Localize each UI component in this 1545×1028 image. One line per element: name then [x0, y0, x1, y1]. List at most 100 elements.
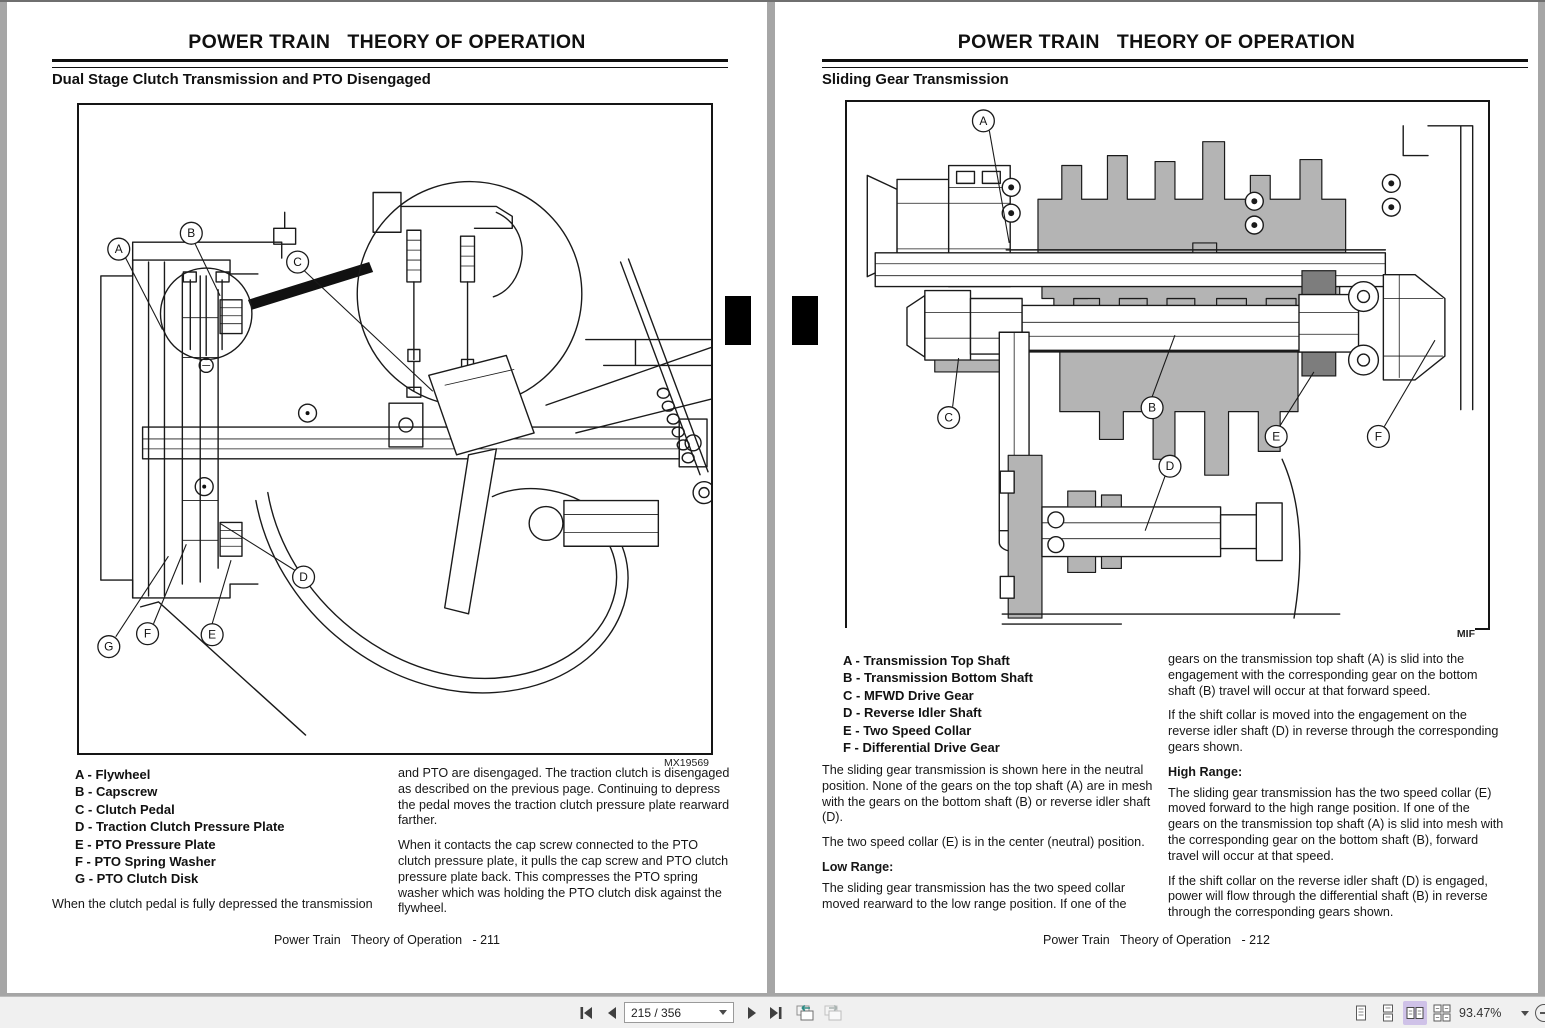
- section-title: Dual Stage Clutch Transmission and PTO D…: [52, 72, 431, 88]
- next-view-icon: [824, 1004, 842, 1021]
- last-page-button[interactable]: [764, 1004, 786, 1022]
- previous-page-icon: [608, 1007, 616, 1019]
- two-page-continuous-view-button[interactable]: [1430, 1001, 1454, 1025]
- thumb-index-tab: [792, 296, 818, 345]
- header-rule: [52, 59, 728, 68]
- svg-text:E: E: [1272, 429, 1280, 443]
- first-page-button[interactable]: [576, 1004, 598, 1022]
- clutch-figure-frame: A B C D E F G: [77, 103, 713, 755]
- svg-text:F: F: [1375, 429, 1382, 443]
- zoom-out-button[interactable]: [1535, 1004, 1545, 1022]
- legend-item: E - PTO Pressure Plate: [75, 836, 216, 852]
- two-page-view-button[interactable]: [1403, 1001, 1427, 1025]
- svg-text:A: A: [115, 242, 123, 256]
- paragraph: gears on the transmission top shaft (A) …: [1168, 652, 1478, 698]
- paragraph: If the shift collar on the reverse idler…: [1168, 873, 1488, 920]
- transmission-figure-frame: A B C D E F: [845, 100, 1490, 630]
- document-page-212: POWER TRAIN THEORY OF OPERATION Sliding …: [775, 2, 1538, 993]
- body-column-right: and PTO are disengaged. The traction clu…: [398, 766, 734, 926]
- thumb-index-tab: [725, 296, 751, 345]
- legend-item: B - Transmission Bottom Shaft: [843, 670, 1033, 686]
- next-view-button[interactable]: [820, 1002, 846, 1024]
- document-page-211: POWER TRAIN THEORY OF OPERATION Dual Sta…: [7, 2, 767, 993]
- svg-text:C: C: [944, 411, 953, 425]
- page-header-title: POWER TRAIN THEORY OF OPERATION: [188, 31, 586, 53]
- next-page-icon: [748, 1007, 756, 1019]
- paragraph: The sliding gear transmission is shown h…: [822, 763, 1153, 825]
- page-number-combobox[interactable]: 215 / 356: [624, 1002, 734, 1023]
- figure-label-b: B: [1140, 396, 1164, 420]
- continuous-view-icon: [1383, 1004, 1393, 1022]
- clutch-cross-section-figure: A B C D E F G: [97, 180, 711, 736]
- figure-label-d: D: [292, 565, 316, 589]
- figure-legend: A - Flywheel B - Capscrew C - Clutch Ped…: [75, 766, 285, 888]
- page-number-value: 215 / 356: [631, 1005, 682, 1020]
- figure-label-a: A: [107, 237, 131, 261]
- legend-item: B - Capscrew: [75, 784, 158, 800]
- range-heading: Low Range:: [822, 859, 894, 874]
- legend-item: D - Reverse Idler Shaft: [843, 705, 982, 721]
- legend-item: F - Differential Drive Gear: [843, 740, 1000, 756]
- figure-label-c: C: [286, 250, 310, 274]
- legend-item: C - MFWD Drive Gear: [843, 687, 974, 703]
- zoom-dropdown-caret-icon[interactable]: [1521, 1011, 1529, 1016]
- viewer-toolbar: 215 / 356: [0, 996, 1545, 1028]
- svg-text:D: D: [299, 570, 308, 584]
- svg-text:B: B: [1148, 401, 1156, 415]
- svg-text:C: C: [293, 255, 302, 269]
- single-page-view-button[interactable]: [1349, 1001, 1373, 1025]
- body-column-right: gears on the transmission top shaft (A) …: [1168, 652, 1504, 930]
- legend-item: F - PTO Spring Washer: [75, 854, 216, 870]
- paragraph: The two speed collar (E) is in the cente…: [822, 835, 1145, 850]
- page-footer: Power Train Theory of Operation - 211: [273, 933, 501, 947]
- figure-caption: MIF: [845, 628, 1475, 640]
- zoom-level-value[interactable]: 93.47%: [1459, 1006, 1502, 1020]
- paragraph: The sliding gear transmission has the tw…: [1168, 785, 1504, 863]
- section-title: Sliding Gear Transmission: [822, 72, 1009, 88]
- legend-item: C - Clutch Pedal: [75, 801, 175, 817]
- legend-item: A - Transmission Top Shaft: [843, 653, 1010, 668]
- figure-label-c: C: [937, 406, 961, 430]
- svg-text:E: E: [208, 628, 216, 642]
- figure-label-e: E: [1264, 424, 1288, 449]
- paragraph: If the shift collar is moved into the en…: [1168, 708, 1499, 754]
- figure-label-f: F: [135, 622, 160, 646]
- legend-item: E - Two Speed Collar: [843, 722, 972, 738]
- first-page-icon: [580, 1007, 592, 1019]
- figure-label-b: B: [179, 221, 203, 245]
- paragraph: When it contacts the cap screw connected…: [398, 838, 729, 916]
- svg-text:B: B: [187, 226, 195, 240]
- figure-legend: A - Transmission Top Shaft B - Transmiss…: [843, 652, 1033, 756]
- combobox-caret-icon: [719, 1010, 727, 1015]
- figure-caption: MX19569: [664, 757, 709, 769]
- previous-page-button[interactable]: [601, 1004, 623, 1022]
- svg-text:F: F: [144, 627, 151, 641]
- continuous-view-button[interactable]: [1376, 1001, 1400, 1025]
- legend-item: D - Traction Clutch Pressure Plate: [75, 819, 285, 835]
- figure-label-a: A: [971, 109, 995, 133]
- legend-item: A - Flywheel: [75, 767, 151, 782]
- header-rule: [822, 59, 1528, 68]
- figure-label-g: G: [97, 635, 121, 659]
- figure-label-e: E: [200, 623, 224, 647]
- previous-view-button[interactable]: [792, 1002, 818, 1024]
- body-column-left: When the clutch pedal is fully depressed…: [52, 897, 388, 922]
- single-page-view-icon: [1356, 1005, 1366, 1021]
- figure-label-d: D: [1158, 454, 1182, 478]
- minus-icon: [1540, 1012, 1545, 1014]
- paragraph: When the clutch pedal is fully depressed…: [52, 897, 373, 911]
- svg-text:G: G: [104, 640, 113, 654]
- previous-view-icon: [796, 1004, 814, 1021]
- svg-text:A: A: [979, 114, 987, 128]
- paragraph: The sliding gear transmission has the tw…: [822, 880, 1127, 911]
- sliding-gear-transmission-figure: A B C D E F: [866, 109, 1474, 625]
- page-footer: Power Train Theory of Operation - 212: [1043, 933, 1270, 947]
- legend-item: G - PTO Clutch Disk: [75, 871, 199, 887]
- svg-text:D: D: [1166, 459, 1175, 473]
- paragraph: and PTO are disengaged. The traction clu…: [398, 766, 730, 828]
- last-page-icon: [770, 1007, 782, 1019]
- next-page-button[interactable]: [741, 1004, 763, 1022]
- range-heading: High Range:: [1168, 764, 1243, 779]
- page-header-title: POWER TRAIN THEORY OF OPERATION: [957, 31, 1356, 53]
